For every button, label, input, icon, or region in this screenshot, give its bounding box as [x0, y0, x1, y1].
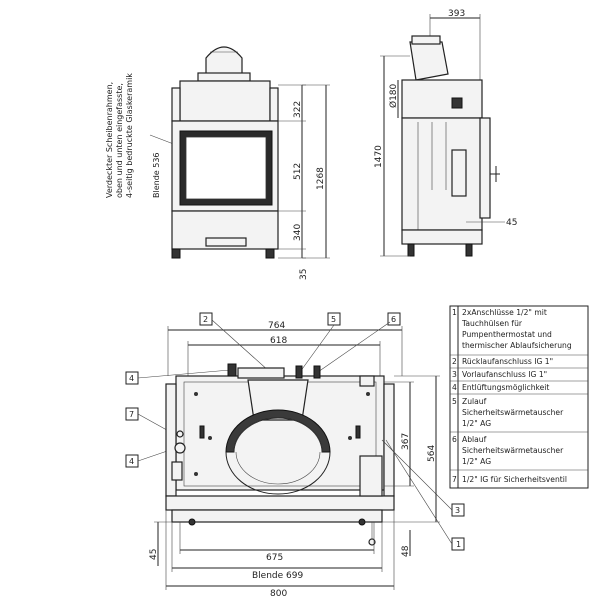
legend-text-1-b: Tauchhülsen für	[461, 319, 523, 328]
legend-text-3: Vorlaufanschluss IG 1"	[462, 370, 547, 379]
top-dim-inner: 618	[270, 336, 287, 346]
front-flue-collar	[205, 46, 243, 76]
top-dim-total-width: 800	[270, 589, 287, 599]
callout-3: 3	[455, 506, 460, 515]
side-dim-offset: 45	[506, 218, 517, 228]
top-dim-depth-total: 564	[427, 445, 437, 462]
top-dim-depth-inner: 367	[401, 433, 411, 450]
callout-4-lower: 4	[129, 457, 134, 466]
legend-text-6-a: Ablauf	[462, 435, 487, 444]
legend-text-4: Entlüftungsmöglichkeit	[462, 383, 549, 392]
legend-text-6-b: Sicherheitswärmetauscher	[462, 446, 564, 455]
front-note-line-1: Verdeckter Scheibenrahmen,	[105, 82, 114, 198]
legend-table: 1 2xAnschlüsse 1/2" mit Tauchhülsen für …	[449, 305, 589, 489]
legend-num-3: 3	[452, 370, 457, 379]
side-dim-flue: Ø180	[388, 83, 399, 108]
callout-2: 2	[203, 315, 208, 324]
legend-text-5-b: Sicherheitswärmetauscher	[462, 408, 564, 417]
legend-num-1: 1	[452, 308, 457, 317]
front-dim-top: 322	[293, 101, 303, 118]
side-flue-pipe	[409, 41, 449, 81]
callout-6: 6	[391, 315, 396, 324]
front-dim-window: 512	[293, 163, 303, 180]
top-view: 764 618 2 5 6 4 7 4	[125, 312, 465, 599]
legend-num-5: 5	[452, 397, 457, 406]
front-blende-label: Blende 536	[152, 152, 161, 198]
side-view: 393 45 1470 Ø180	[374, 9, 517, 257]
front-dim-total: 1268	[316, 167, 326, 190]
callout-7: 7	[129, 410, 134, 419]
legend-text-2: Rücklaufanschluss IG 1"	[462, 357, 553, 366]
front-note-line-3: 4-seitig bedruckte Glaskeramik	[125, 73, 134, 198]
legend-text-6-c: 1/2" AG	[462, 457, 491, 466]
callout-4-upper: 4	[129, 374, 134, 383]
front-dim-foot: 35	[299, 269, 309, 280]
legend-num-7: 7	[452, 475, 457, 484]
legend-num-4: 4	[452, 383, 457, 392]
front-top-housing	[179, 80, 271, 122]
legend-text-1-d: thermischer Ablaufsicherung	[462, 341, 572, 350]
front-view: Verdeckter Scheibenrahmen, oben und unte…	[105, 46, 330, 280]
callout-5: 5	[331, 315, 336, 324]
top-dim-left-offset: 45	[149, 549, 159, 560]
side-main-body	[401, 117, 483, 231]
top-dim-blende: Blende 699	[252, 571, 303, 581]
top-dim-bottom-width: 675	[266, 553, 283, 563]
legend-text-7: 1/2" IG für Sicherheitsventil	[462, 475, 567, 484]
callout-1: 1	[456, 540, 461, 549]
top-front-plate	[165, 495, 395, 511]
legend-num-2: 2	[452, 357, 457, 366]
legend-text-5-a: Zulauf	[462, 397, 487, 406]
side-dim-height: 1470	[374, 145, 384, 168]
legend-text-1-c: Pumpenthermostat und	[462, 330, 552, 339]
front-dim-bottom: 340	[293, 224, 303, 241]
top-dim-outer: 764	[268, 321, 285, 331]
top-dim-right-offset: 48	[401, 545, 411, 557]
front-note-line-2: oben und unten eingefasste,	[115, 83, 124, 198]
legend-text-1-a: 2xAnschlüsse 1/2" mit	[462, 308, 547, 317]
side-door	[479, 117, 491, 219]
side-dim-depth: 393	[448, 9, 465, 19]
legend-num-6: 6	[452, 435, 457, 444]
legend-text-5-c: 1/2" AG	[462, 419, 491, 428]
